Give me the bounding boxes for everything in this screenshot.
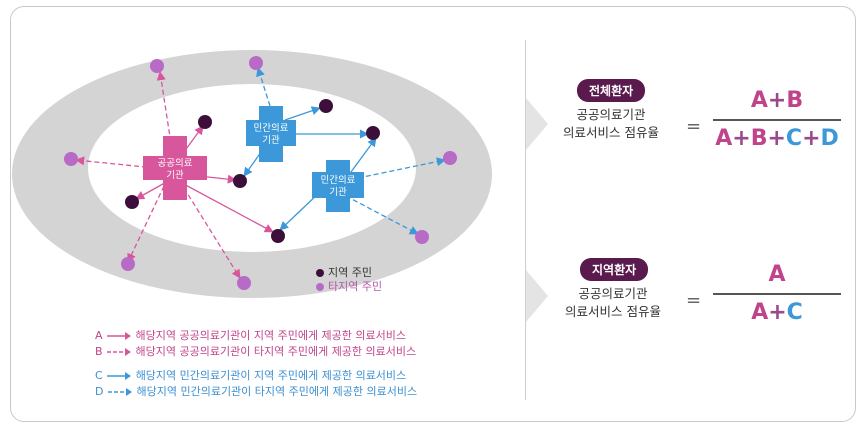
local-resident-dots bbox=[125, 99, 380, 243]
hospital-label-line: 민간의료 bbox=[321, 175, 356, 186]
legend-b-text: 해당지역 공공의료기관이 타지역 주민에게 제공한 의료서비스 bbox=[135, 345, 417, 358]
term-a: A bbox=[751, 300, 769, 325]
legend-a: A 해당지역 공공의료기관이 지역 주민에게 제공한 의료서비스 bbox=[95, 328, 417, 344]
term-a: A bbox=[750, 88, 768, 113]
total-desc-line1: 공공의료기관 bbox=[576, 107, 646, 122]
legend-d-letter: D bbox=[95, 385, 104, 398]
solid-pink-arrow-icon bbox=[107, 332, 132, 340]
term-b: B bbox=[786, 88, 804, 113]
dashed-pink-arrow-icon bbox=[107, 348, 132, 356]
total-numerator: A+B bbox=[713, 86, 841, 116]
total-desc-line2: 의료서비스 점유율 bbox=[563, 125, 659, 140]
fraction-bar bbox=[713, 119, 841, 121]
legend-b-letter: B bbox=[95, 345, 103, 358]
other-resident-dot bbox=[249, 56, 263, 70]
local-resident-dot bbox=[125, 195, 139, 209]
other-resident-dots bbox=[64, 56, 457, 290]
hospital-label-line: 기관 bbox=[329, 187, 347, 198]
flow-d-arrows bbox=[256, 67, 446, 235]
plus-sign: + bbox=[767, 126, 786, 151]
term-d: D bbox=[820, 126, 839, 151]
dot-legend-local-label: 지역 주민 bbox=[328, 266, 372, 279]
flow-b-arrows bbox=[75, 71, 241, 279]
total-patients-badge: 전체환자 bbox=[577, 79, 646, 102]
local-resident-dot bbox=[198, 115, 212, 129]
term-c: C bbox=[785, 126, 803, 151]
vertical-divider bbox=[525, 40, 526, 400]
term-a: A bbox=[768, 262, 786, 287]
legend-c: C 해당지역 민간의료기관이 지역 주민에게 제공한 의료서비스 bbox=[95, 368, 417, 384]
legend-d: D 해당지역 민간의료기관이 타지역 주민에게 제공한 의료서비스 bbox=[95, 384, 417, 400]
total-patients-description: 공공의료기관 의료서비스 점유율 bbox=[546, 106, 676, 142]
dot-legend-local: 지역 주민 bbox=[316, 264, 372, 280]
solid-blue-arrow-icon bbox=[107, 372, 132, 380]
local-patients-badge: 지역환자 bbox=[580, 258, 649, 281]
local-desc-line2: 의료서비스 점유율 bbox=[565, 304, 661, 319]
term-a: A bbox=[715, 126, 733, 151]
local-resident-dot bbox=[233, 174, 247, 188]
hospital-label-line: 기관 bbox=[166, 170, 184, 181]
legend-a-text: 해당지역 공공의료기관이 지역 주민에게 제공한 의료서비스 bbox=[135, 329, 407, 342]
hospital-label-line: 기관 bbox=[262, 135, 280, 146]
total-denominator: A+B+C+D bbox=[713, 124, 841, 154]
local-patients-description: 공공의료기관 의료서비스 점유율 bbox=[548, 285, 678, 321]
other-resident-dot bbox=[150, 59, 164, 73]
dot-legend-other-label: 타지역 주민 bbox=[328, 280, 383, 293]
flow-c-arrows bbox=[243, 106, 377, 231]
plus-sign: + bbox=[767, 88, 787, 113]
dashed-blue-arrow-icon bbox=[107, 388, 132, 396]
total-share-fraction: A+B A+B+C+D bbox=[713, 86, 841, 154]
legend-c-letter: C bbox=[95, 369, 103, 382]
fraction-bar bbox=[713, 293, 841, 295]
local-desc-line1: 공공의료기관 bbox=[578, 286, 648, 301]
chevron-right-icon bbox=[526, 270, 548, 322]
other-resident-dot bbox=[237, 276, 251, 290]
local-numerator: A bbox=[713, 260, 841, 290]
local-denominator: A+C bbox=[713, 298, 841, 328]
plus-sign: + bbox=[802, 126, 821, 151]
hospital-label-line: 민간의료 bbox=[254, 123, 289, 134]
term-b: B bbox=[750, 126, 768, 151]
legend-b: B 해당지역 공공의료기관이 타지역 주민에게 제공한 의료서비스 bbox=[95, 344, 417, 360]
legend-d-text: 해당지역 민간의료기관이 타지역 주민에게 제공한 의료서비스 bbox=[136, 385, 418, 398]
local-resident-dot bbox=[271, 229, 285, 243]
total-equals-sign: = bbox=[686, 116, 702, 137]
local-share-fraction: A A+C bbox=[713, 260, 841, 328]
plus-sign: + bbox=[732, 126, 751, 151]
other-resident-dot bbox=[64, 152, 78, 166]
local-resident-dot bbox=[319, 99, 333, 113]
other-resident-dot bbox=[443, 151, 457, 165]
inner-region bbox=[88, 84, 416, 252]
legend-c-text: 해당지역 민간의료기관이 지역 주민에게 제공한 의료서비스 bbox=[135, 369, 407, 382]
other-resident-swatch bbox=[316, 283, 324, 291]
legend-a-letter: A bbox=[95, 329, 103, 342]
term-c: C bbox=[786, 300, 803, 325]
other-resident-dot bbox=[415, 230, 429, 244]
hospital-label-line: 공공의료 bbox=[158, 158, 193, 169]
local-resident-dot bbox=[366, 126, 380, 140]
chevron-right-icon bbox=[526, 98, 548, 150]
dot-legend-other: 타지역 주민 bbox=[316, 278, 382, 294]
plus-sign: + bbox=[768, 300, 787, 325]
local-equals-sign: = bbox=[686, 290, 702, 311]
local-resident-swatch bbox=[316, 269, 324, 277]
flow-legend: A 해당지역 공공의료기관이 지역 주민에게 제공한 의료서비스 B 해당지역 … bbox=[95, 328, 417, 400]
other-resident-dot bbox=[121, 257, 135, 271]
